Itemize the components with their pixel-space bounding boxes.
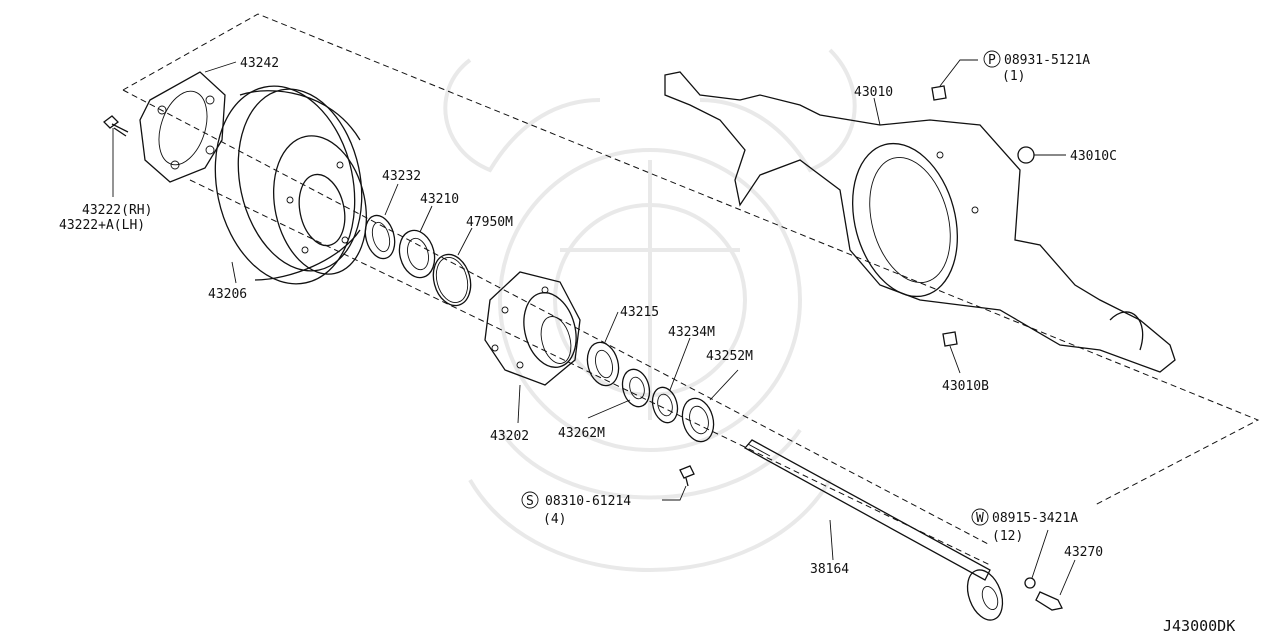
- label-08931: 08931-5121A: [1004, 53, 1090, 68]
- label-43234m: 43234M: [668, 325, 715, 340]
- label-43010b: 43010B: [942, 379, 989, 394]
- lock-nut-43252m: [681, 397, 715, 443]
- label-08931-qty: (1): [1002, 69, 1025, 84]
- diagram-code: J43000DK: [1163, 617, 1235, 635]
- label-08310-symbol: S: [526, 494, 534, 509]
- s-symbol-icon: [521, 491, 539, 509]
- washer-43262m: [621, 368, 651, 408]
- label-08310-group: S 08310-61214 (4): [521, 491, 631, 527]
- label-08310-qty: (4): [543, 512, 566, 527]
- label-08915-symbol: W: [976, 511, 984, 526]
- label-08915-qty: (12): [992, 529, 1023, 544]
- label-43232: 43232: [382, 169, 421, 184]
- label-43210: 43210: [420, 192, 459, 207]
- label-43206: 43206: [208, 287, 247, 302]
- breather-08931: [931, 85, 947, 101]
- bearing-43215: [586, 341, 620, 387]
- assembly-boundary-lower: [122, 89, 991, 546]
- wheel-hub-43202: [484, 271, 581, 386]
- bolt-43270: [1035, 591, 1063, 611]
- label-43270: 43270: [1064, 545, 1103, 560]
- brake-drum-43206: [214, 85, 368, 285]
- label-08915-group: W 08915-3421A (12): [971, 508, 1078, 544]
- screw-08310: [679, 465, 695, 487]
- label-43222-lh: 43222+A(LH): [59, 218, 145, 233]
- assembly-boundary: [122, 13, 1260, 506]
- washer-08915: [1024, 577, 1036, 589]
- plug-43010c: [1017, 146, 1035, 164]
- snap-ring-47950m: [432, 253, 472, 307]
- leader-lines: [112, 59, 1076, 596]
- backing-plate-43242: [139, 71, 226, 183]
- axle-shaft-38164: [743, 439, 1004, 621]
- axle-housing-43010: [664, 71, 1176, 373]
- bearing-43210: [398, 229, 436, 279]
- label-38164: 38164: [810, 562, 849, 577]
- label-43262m: 43262M: [558, 426, 605, 441]
- drain-plug-43010b: [942, 331, 958, 347]
- label-43222-rh: 43222(RH): [82, 203, 152, 218]
- label-08915: 08915-3421A: [992, 511, 1078, 526]
- stud-bolt-43222: [103, 115, 129, 137]
- label-08931-group: P 08931-5121A (1): [983, 50, 1090, 84]
- label-43010c: 43010C: [1070, 149, 1117, 164]
- lock-washer-43234m: [651, 386, 679, 424]
- w-symbol-icon: [971, 508, 989, 526]
- oil-seal-43232: [364, 214, 396, 260]
- label-43202: 43202: [490, 429, 529, 444]
- label-47950m: 47950M: [466, 215, 513, 230]
- label-08931-symbol: P: [988, 53, 996, 68]
- label-43215: 43215: [620, 305, 659, 320]
- label-43242: 43242: [240, 56, 279, 71]
- label-43010: 43010: [854, 85, 893, 100]
- p-symbol-icon: [983, 50, 1001, 68]
- label-08310: 08310-61214: [545, 494, 631, 509]
- label-43252m: 43252M: [706, 349, 753, 364]
